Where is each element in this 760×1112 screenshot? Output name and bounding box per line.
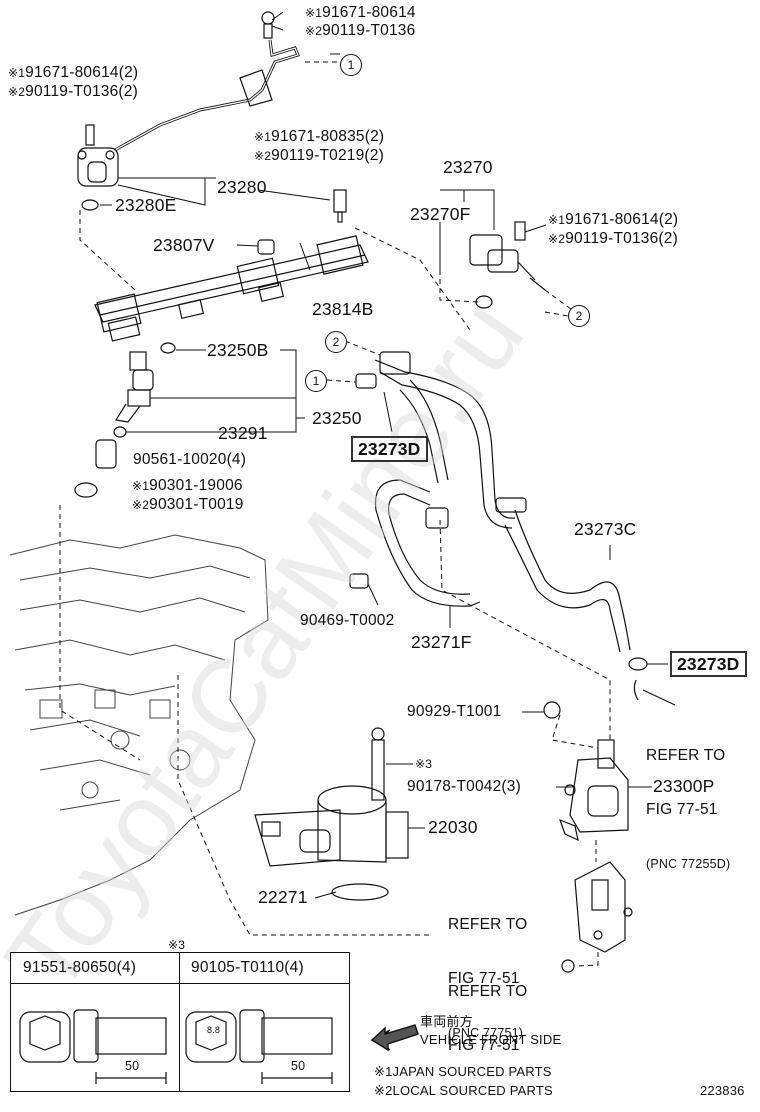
- bolt-table-header: [11, 953, 349, 984]
- bolt-90105-T0110: 90105-T0110(4): [191, 959, 304, 976]
- bolt-table: 91551-80650(4) 90105-T0110(4) 50 50 8.8: [10, 952, 350, 1092]
- callout-2-hose: 2: [325, 331, 347, 353]
- purge-vsv-23300P: [558, 739, 629, 842]
- fuel-rail: [94, 235, 369, 342]
- legend-note1: ※1JAPAN SOURCED PARTS: [374, 1064, 552, 1079]
- label-90301-T0019: ※290301-T0019: [132, 496, 244, 513]
- engine-block-outline: [9, 534, 269, 916]
- fuel-hoses: [374, 359, 631, 653]
- ref-fig-77-51: REFER TO FIG 77-51: [448, 983, 528, 1054]
- bolt-table-divider: [11, 953, 180, 1091]
- label-23280E: 23280E: [115, 195, 177, 215]
- injector-23250: [115, 342, 176, 423]
- direction-en: VEHICLE FRONT SIDE: [420, 1032, 562, 1047]
- front-arrow-icon: [370, 1024, 419, 1052]
- label-23250B: 23250B: [207, 340, 269, 360]
- label-23273D-top: 23273D: [351, 436, 428, 462]
- label-90178-T0042: 90178-T0042(3): [407, 778, 521, 795]
- vsv-bracket: [574, 861, 633, 953]
- table-note3: ※3: [168, 938, 186, 952]
- label-23250: 23250: [312, 408, 362, 428]
- bolt-91551-80650: 91551-80650(4): [23, 959, 137, 976]
- label-90561-10020: 90561-10020(4): [133, 451, 247, 468]
- label-23273C: 23273C: [574, 519, 637, 539]
- label-91671-80614-2-left: ※191671-80614(2): [8, 64, 139, 81]
- callout-2-right: 2: [568, 305, 590, 327]
- label-23280: 23280: [217, 177, 267, 197]
- figure-id: 223836: [700, 1083, 745, 1098]
- label-91671-80614-top: ※191671-80614: [305, 4, 416, 21]
- legend-note2: ※2LOCAL SOURCED PARTS: [374, 1083, 553, 1098]
- direction-jp: 車両前方: [420, 1014, 473, 1029]
- bolt-head-mark: 8.8: [207, 1025, 221, 1035]
- callout-1-hose: 1: [305, 370, 327, 392]
- fuel-pressure-sensor-23270: [469, 221, 546, 291]
- label-90119-T0136-2-right: ※290119-T0136(2): [548, 230, 678, 247]
- label-23291: 23291: [218, 423, 268, 443]
- callout-1-top: 1: [340, 54, 362, 76]
- label-90469-T0002: 90469-T0002: [300, 612, 395, 629]
- label-23814B: 23814B: [312, 299, 374, 319]
- label-91671-80835: ※191671-80835(2): [254, 128, 385, 145]
- label-note3-bolt: ※3: [415, 757, 433, 771]
- label-90301-19006: ※190301-19006: [132, 477, 243, 494]
- bolt-dim-2: 50: [291, 1059, 306, 1073]
- label-22030: 22030: [428, 817, 478, 837]
- label-23270: 23270: [443, 157, 493, 177]
- bolt-dim-1: 50: [125, 1059, 140, 1073]
- bolt-drawings: [19, 1009, 333, 1084]
- label-23273D-right: 23273D: [670, 651, 747, 677]
- ref-pnc-77255D: REFER TO FIG 77-51 (PNC 77255D): [646, 747, 731, 871]
- throttle-body-22030: [254, 727, 409, 867]
- pulsation-damper-23280: [77, 124, 119, 187]
- label-91671-80614-2-right: ※191671-80614(2): [548, 211, 679, 228]
- label-23807V: 23807V: [153, 235, 215, 255]
- label-23271F: 23271F: [411, 632, 472, 652]
- label-90119-T0136-2-left: ※290119-T0136(2): [8, 83, 138, 100]
- label-90119-T0219: ※290119-T0219(2): [254, 147, 384, 164]
- ref-pnc-77751: REFER TO FIG 77-51 (PNC 77751): [448, 916, 528, 1040]
- label-22271: 22271: [258, 887, 308, 907]
- label-23270F: 23270F: [410, 204, 471, 224]
- label-90929-T1001: 90929-T1001: [407, 703, 502, 720]
- label-90119-T0136-top: ※290119-T0136: [305, 22, 416, 39]
- label-23300P: 23300P: [653, 776, 715, 796]
